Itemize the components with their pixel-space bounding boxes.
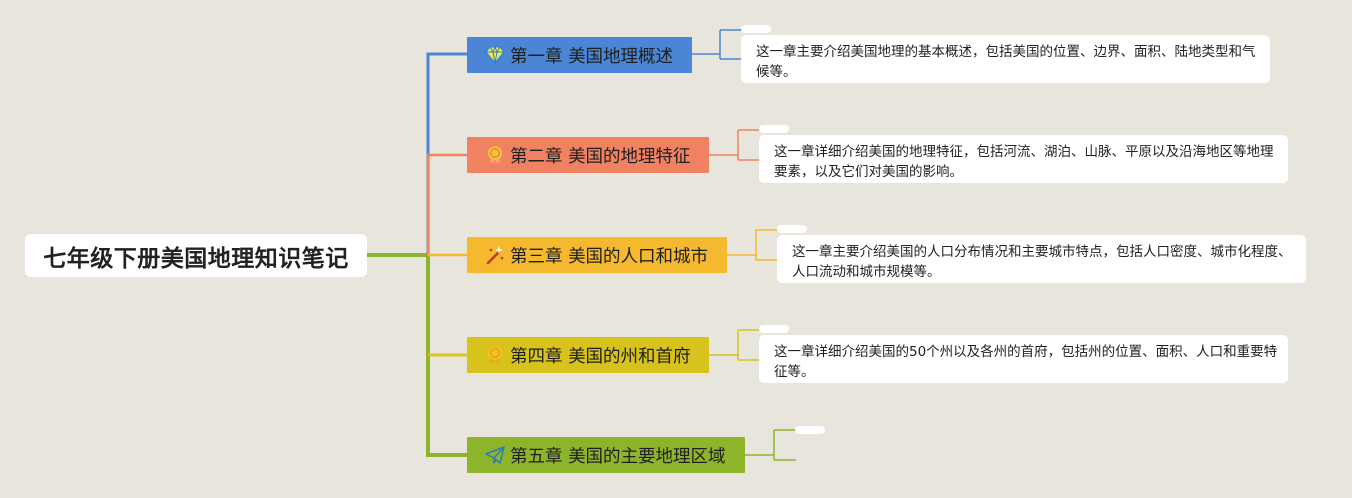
award-ribbon-icon (485, 145, 505, 165)
note-3-tab (777, 225, 807, 233)
chapter-4-note[interactable]: 这一章详细介绍美国的50个州以及各州的首府，包括州的位置、面积、人口和重要特征等… (759, 335, 1288, 383)
chapter-3-note-text: 这一章主要介绍美国的人口分布情况和主要城市特点，包括人口密度、城市化程度、人口流… (792, 244, 1292, 280)
chapter-2-note[interactable]: 这一章详细介绍美国的地理特征，包括河流、湖泊、山脉、平原以及沿海地区等地理要素，… (759, 135, 1288, 183)
paper-plane-icon (485, 445, 505, 465)
note-4-tab (759, 325, 789, 333)
magic-wand-icon (485, 245, 505, 265)
chapter-2-note-text: 这一章详细介绍美国的地理特征，包括河流、湖泊、山脉、平原以及沿海地区等地理要素，… (774, 144, 1274, 180)
chapter-1-note[interactable]: 这一章主要介绍美国地理的基本概述，包括美国的位置、边界、面积、陆地类型和气候等。 (741, 35, 1270, 83)
chapter-3-note[interactable]: 这一章主要介绍美国的人口分布情况和主要城市特点，包括人口密度、城市化程度、人口流… (777, 235, 1306, 283)
chapter-3-node[interactable]: 第三章 美国的人口和城市 (467, 237, 727, 273)
chapter-5-node[interactable]: 第五章 美国的主要地理区域 (467, 437, 745, 473)
chapter-3-title: 第三章 美国的人口和城市 (510, 246, 709, 267)
chapter-4-note-text: 这一章详细介绍美国的50个州以及各州的首府，包括州的位置、面积、人口和重要特征等… (774, 344, 1278, 380)
diamond-icon (485, 45, 505, 65)
chapter-1-node[interactable]: 第一章 美国地理概述 (467, 37, 692, 73)
chapter-4-title: 第四章 美国的州和首府 (510, 346, 691, 367)
award-ribbon-icon (485, 345, 505, 365)
chapter-1-note-text: 这一章主要介绍美国地理的基本概述，包括美国的位置、边界、面积、陆地类型和气候等。 (756, 44, 1256, 80)
chapter-4-node[interactable]: 第四章 美国的州和首府 (467, 337, 709, 373)
note-5-tab (795, 426, 825, 434)
chapter-5-title: 第五章 美国的主要地理区域 (510, 446, 726, 467)
note-2-tab (759, 125, 789, 133)
root-topic[interactable]: 七年级下册美国地理知识笔记 (25, 234, 367, 277)
chapter-1-title: 第一章 美国地理概述 (510, 46, 674, 67)
chapter-2-node[interactable]: 第二章 美国的地理特征 (467, 137, 709, 173)
note-1-tab (741, 25, 771, 33)
chapter-2-title: 第二章 美国的地理特征 (510, 146, 691, 167)
